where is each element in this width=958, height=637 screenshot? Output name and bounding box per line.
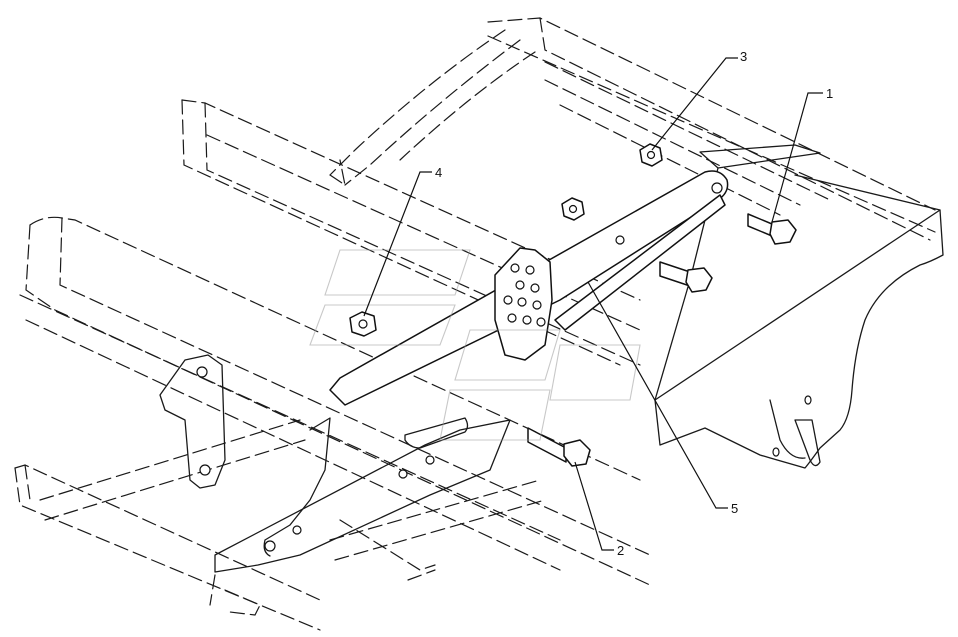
leader-1 — [771, 92, 823, 223]
nut-middle — [561, 197, 585, 221]
leader-2 — [574, 461, 614, 551]
bolt-upper-right — [747, 213, 797, 245]
perforated-plate — [494, 247, 553, 361]
callout-4: 4 — [435, 165, 442, 180]
front-frame-plate — [214, 417, 511, 573]
leader-5 — [587, 281, 728, 509]
callout-1: 1 — [826, 86, 833, 101]
leader-3 — [651, 57, 738, 151]
callout-2: 2 — [617, 543, 624, 558]
callout-5: 5 — [731, 501, 738, 516]
leader-4 — [363, 171, 432, 317]
bolt-middle — [659, 261, 713, 293]
rear-frame — [329, 17, 936, 241]
nut-upper — [639, 143, 663, 167]
bolt-lower — [527, 427, 591, 467]
callout-labels: 1 2 3 4 5 — [435, 49, 833, 558]
nut-left — [349, 311, 377, 337]
lower-crossbars — [14, 419, 546, 631]
left-rail — [19, 99, 651, 586]
left-bracket — [159, 354, 226, 489]
watermark-logo — [309, 249, 641, 441]
leader-lines — [363, 57, 823, 551]
callout-3: 3 — [740, 49, 747, 64]
